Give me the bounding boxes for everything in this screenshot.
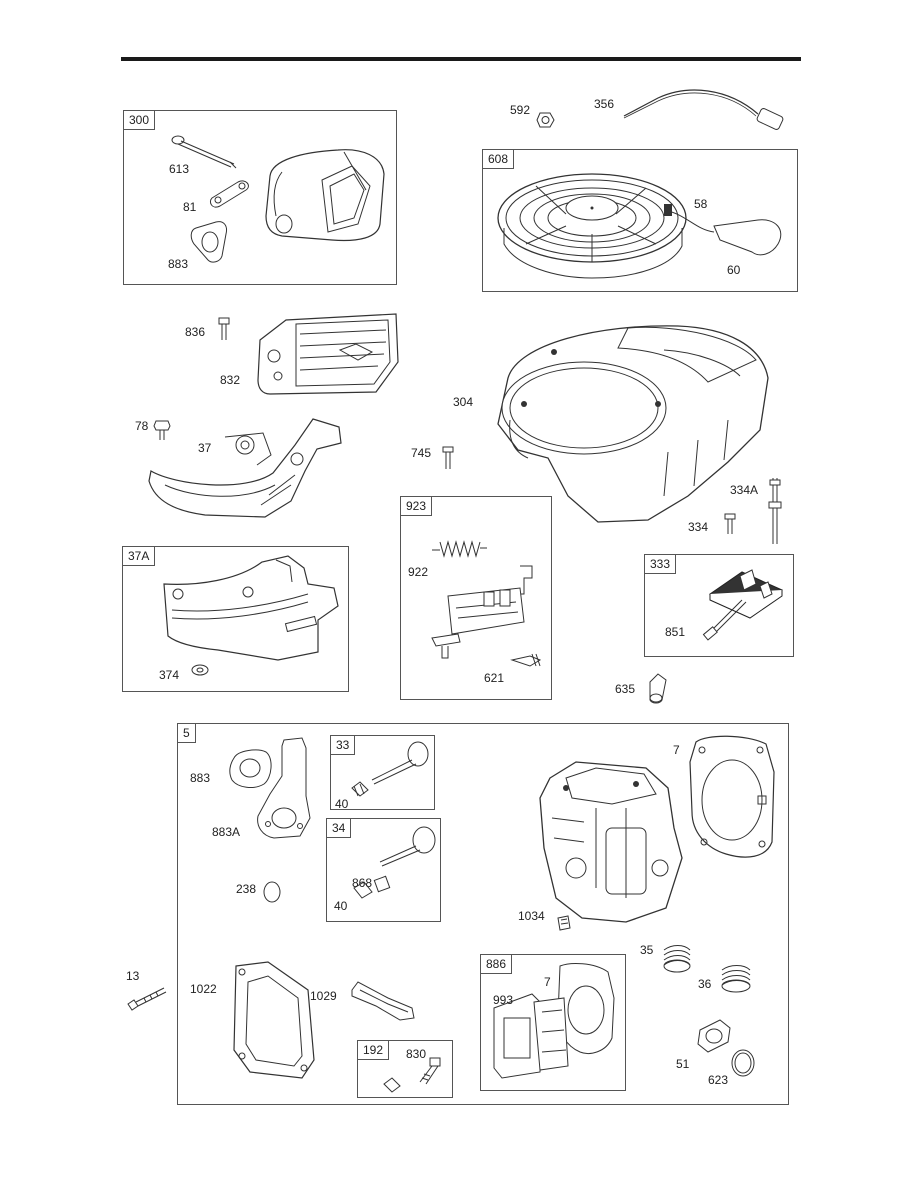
heat-shield-832-drawing [256,310,402,396]
part-label-304: 304 [453,395,474,409]
governor-923-drawing [428,564,540,660]
valve-34-drawing [344,826,440,900]
group-34-label: 34 [327,819,352,838]
part-label-40-upper: 40 [335,797,349,811]
part-label-7-gasket-set: 7 [544,975,551,989]
nut-592-drawing [536,111,556,129]
group-923-box: 923 [400,496,552,700]
part-label-238: 238 [236,882,257,896]
group-300-label: 300 [124,111,156,130]
screw-334-drawing [722,512,738,534]
valve-33-drawing [346,740,432,806]
cylinder-head-drawing [536,758,686,924]
gasket-set-886-drawing [490,962,622,1088]
bolt-613-drawing [170,132,240,172]
part-label-836: 836 [185,325,206,339]
group-5-label: 5 [178,724,196,743]
part-label-621: 621 [484,671,505,685]
part-label-37: 37 [198,441,212,455]
part-label-830: 830 [406,1047,427,1061]
bolt-13-drawing [124,984,168,1012]
group-5-box: 5 [177,723,789,1105]
part-label-832: 832 [220,373,241,387]
plate-81-drawing [208,178,252,208]
group-608-box: 608 [482,149,798,292]
group-37A-label: 37A [123,547,156,566]
ignition-coil-851-drawing [700,562,784,646]
part-label-922: 922 [408,565,429,579]
group-886-box: 886 [480,954,626,1091]
group-886-label: 886 [481,955,513,974]
head-gasket-drawing [686,732,780,862]
plug-238-drawing [262,880,282,904]
part-label-851: 851 [665,625,686,639]
washer-374-drawing [190,664,210,676]
gasket-883-lower-drawing [228,748,274,790]
part-label-1034: 1034 [518,909,545,923]
guard-37-drawing [145,415,345,525]
spring-36-drawing [718,962,754,994]
part-label-60: 60 [727,263,741,277]
part-label-13: 13 [126,969,140,983]
part-label-374: 374 [159,668,180,682]
part-label-883-lower: 883 [190,771,211,785]
part-label-883A: 883A [212,825,241,839]
part-label-51: 51 [676,1057,690,1071]
part-label-635: 635 [615,682,636,696]
group-37A-box: 37A [122,546,349,692]
group-333-box: 333 [644,554,794,657]
spring-35-drawing [660,942,694,974]
group-300-box: 300 [123,110,397,285]
part-label-81: 81 [183,200,197,214]
clip-621-drawing [510,650,546,670]
part-label-36: 36 [698,977,712,991]
part-label-592: 592 [510,103,531,117]
gasket-883-drawing [190,220,230,264]
part-label-7-head: 7 [673,743,680,757]
part-label-334: 334 [688,520,709,534]
header-rule [121,57,801,61]
screw-745-drawing [440,445,456,469]
stud-334A-drawing [766,478,784,544]
ring-623-drawing [730,1048,756,1078]
starter-608-drawing [496,174,788,282]
group-33-label: 33 [331,736,356,755]
part-label-745: 745 [411,446,432,460]
group-923-label: 923 [401,497,433,516]
part-label-623: 623 [708,1073,729,1087]
group-34-box: 34 [326,818,441,922]
gasket-1022-drawing [228,960,318,1082]
part-label-613: 613 [169,162,190,176]
part-label-334A: 334A [730,483,759,497]
gasket-51-drawing [694,1018,734,1054]
boot-635-drawing [644,672,670,704]
group-192-label: 192 [358,1041,390,1060]
guard-37A-drawing [158,554,344,664]
part-label-1022: 1022 [190,982,217,996]
blower-housing-304-drawing [488,320,773,526]
screw-830-drawing [380,1056,450,1096]
part-label-1029: 1029 [310,989,337,1003]
screw-836-drawing [215,316,235,340]
part-label-883-top: 883 [168,257,189,271]
part-label-58: 58 [694,197,708,211]
screw-78-drawing [153,418,173,440]
part-label-868: 868 [352,876,373,890]
deflector-1029-drawing [348,978,418,1024]
part-label-78: 78 [135,419,149,433]
spring-922-drawing [430,536,488,562]
group-192-box: 192 [357,1040,453,1098]
group-333-label: 333 [645,555,677,574]
group-608-label: 608 [483,150,515,169]
cable-356-drawing [618,84,790,140]
clip-1034-drawing [556,914,572,932]
muffler-300-drawing [262,146,388,244]
part-label-356: 356 [594,97,615,111]
plate-883A-drawing [254,736,314,840]
part-label-35: 35 [640,943,654,957]
part-label-40-lower: 40 [334,899,348,913]
part-label-993: 993 [493,993,514,1007]
group-33-box: 33 [330,735,435,810]
